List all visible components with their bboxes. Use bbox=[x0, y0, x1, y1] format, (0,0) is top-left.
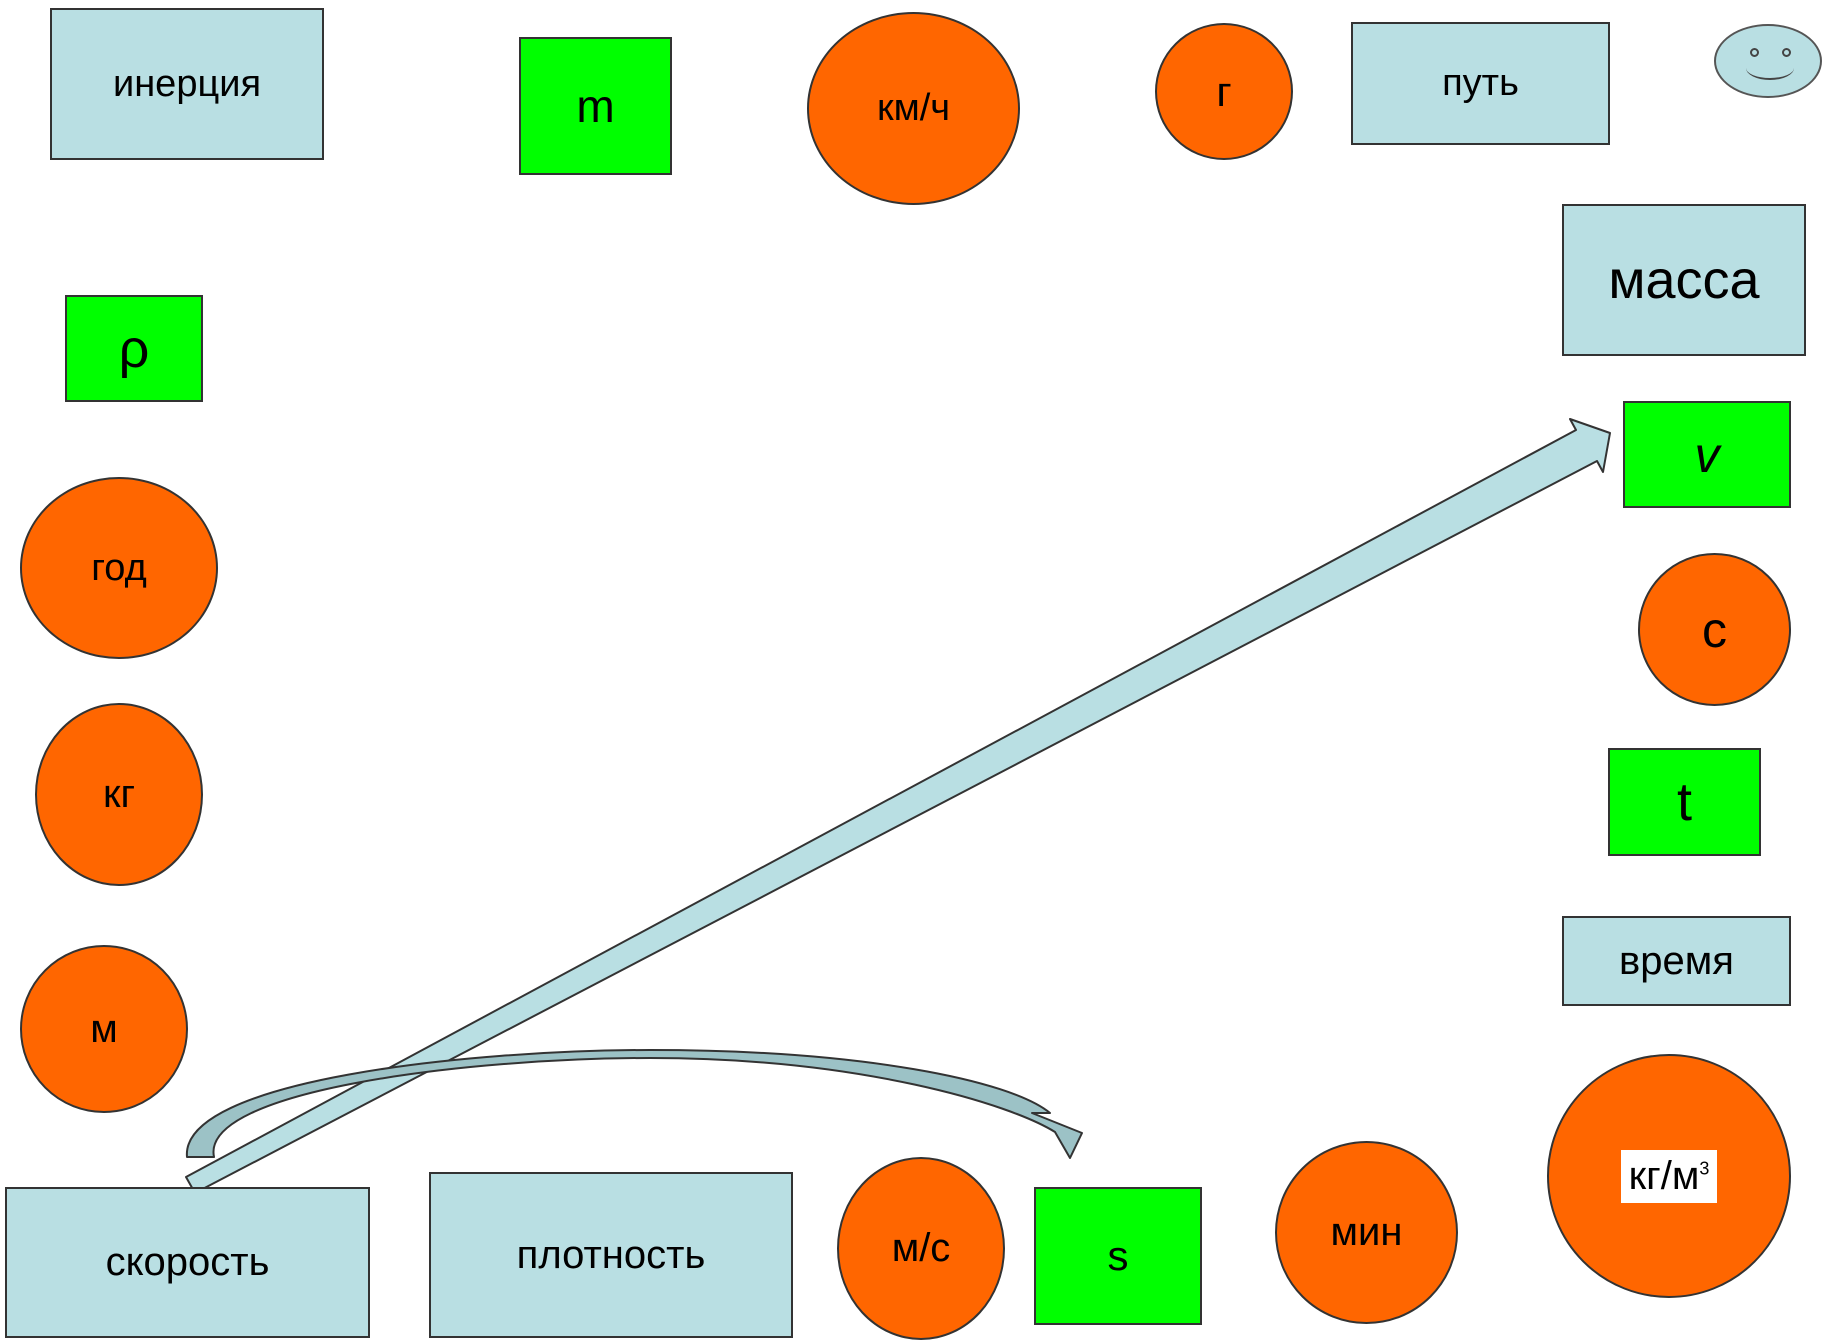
term-path-label: путь bbox=[1442, 62, 1519, 104]
term-mass[interactable]: масса bbox=[1562, 204, 1806, 356]
term-density-label: плотность bbox=[516, 1232, 706, 1277]
term-speed-label: скорость bbox=[105, 1240, 270, 1284]
symbol-m[interactable]: m bbox=[519, 37, 672, 175]
unit-second[interactable]: с bbox=[1638, 553, 1791, 706]
unit-minute[interactable]: мин bbox=[1275, 1141, 1458, 1324]
unit-kg-m3-label: кг/м3 bbox=[1620, 1149, 1718, 1203]
symbol-s-label: s bbox=[1107, 1232, 1129, 1279]
symbol-t[interactable]: t bbox=[1608, 748, 1761, 856]
symbol-t-label: t bbox=[1676, 772, 1692, 832]
term-inertia-label: инерция bbox=[112, 62, 262, 105]
unit-g[interactable]: г bbox=[1155, 23, 1293, 160]
unit-kg-m3-base: кг/м bbox=[1628, 1153, 1700, 1198]
term-path[interactable]: путь bbox=[1351, 22, 1610, 145]
smiley-mouth bbox=[1746, 56, 1794, 80]
unit-meter[interactable]: м bbox=[20, 945, 188, 1113]
unit-m-s[interactable]: м/с bbox=[837, 1157, 1005, 1340]
symbol-v-label: v bbox=[1694, 426, 1720, 483]
term-time-label: время bbox=[1619, 938, 1734, 983]
symbol-s[interactable]: s bbox=[1034, 1187, 1202, 1325]
unit-km-h[interactable]: км/ч bbox=[807, 12, 1020, 205]
symbol-v[interactable]: v bbox=[1623, 401, 1791, 508]
symbol-rho[interactable]: ρ bbox=[65, 295, 203, 402]
symbol-rho-label: ρ bbox=[118, 318, 150, 379]
term-time[interactable]: время bbox=[1562, 916, 1791, 1006]
unit-m-s-label: м/с bbox=[891, 1226, 951, 1270]
arrow-speed-to-s bbox=[185, 1049, 1083, 1159]
unit-minute-label: мин bbox=[1330, 1210, 1403, 1254]
unit-km-h-label: км/ч bbox=[876, 87, 951, 129]
smiley-face-icon[interactable] bbox=[1714, 24, 1822, 98]
unit-second-label: с bbox=[1702, 601, 1727, 658]
unit-kg[interactable]: кг bbox=[35, 703, 203, 886]
term-speed[interactable]: скорость bbox=[5, 1187, 370, 1338]
unit-kg-m3-exponent: 3 bbox=[1699, 1158, 1710, 1179]
unit-year-label: год bbox=[91, 546, 147, 589]
term-inertia[interactable]: инерция bbox=[50, 8, 324, 160]
unit-year[interactable]: год bbox=[20, 477, 218, 659]
unit-g-label: г bbox=[1216, 67, 1232, 115]
term-density[interactable]: плотность bbox=[429, 1172, 793, 1338]
unit-meter-label: м bbox=[90, 1006, 118, 1051]
term-mass-label: масса bbox=[1608, 250, 1760, 310]
unit-kg-m3[interactable]: кг/м3 bbox=[1547, 1054, 1791, 1298]
unit-kg-label: кг bbox=[102, 772, 136, 816]
symbol-m-label: m bbox=[576, 80, 615, 132]
